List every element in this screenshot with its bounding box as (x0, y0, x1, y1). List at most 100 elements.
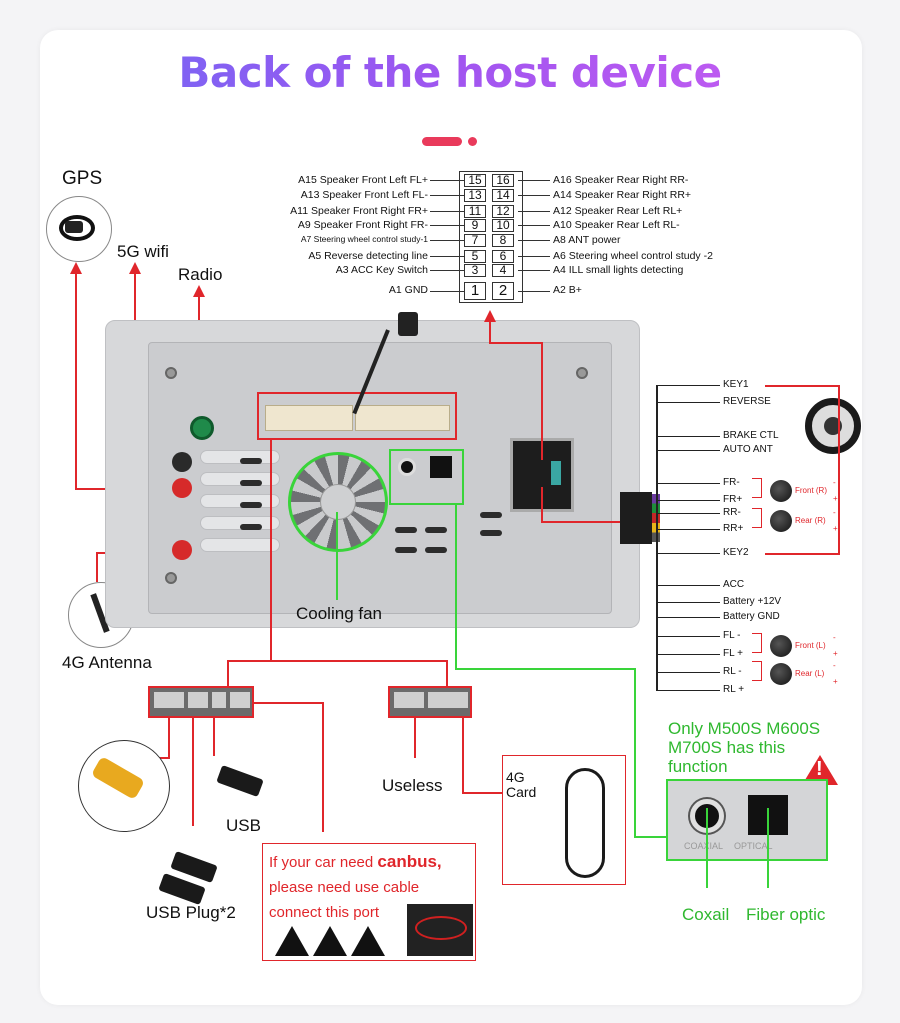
optical-note-line3: function (668, 757, 728, 776)
pin-leader-line (518, 195, 550, 196)
card-4g-line-h (462, 792, 504, 794)
harness-wire-line (656, 585, 720, 586)
harness-plug (620, 492, 652, 544)
pin-leader-line (430, 195, 464, 196)
audio-out-frame (389, 449, 464, 505)
pin-code: A10 (553, 219, 572, 231)
steering-line-key1 (765, 385, 840, 387)
pin-function: Speaker Rear Left RL+ (574, 205, 683, 217)
pin-16: 16 (492, 174, 514, 187)
antenna-4g-jack (172, 540, 192, 560)
harness-wire-label: ACC (723, 579, 745, 590)
polarity-minus: - (833, 478, 836, 487)
pin-13: 13 (464, 189, 486, 202)
usb-plug-label: USB Plug*2 (146, 903, 236, 922)
pin-function: Speaker Rear Left RL- (574, 219, 680, 231)
pin-14: 14 (492, 189, 514, 202)
harness-wire-line (656, 500, 720, 501)
harness-socket-line-up (541, 342, 543, 460)
canbus-line (322, 702, 324, 832)
harness-wire-label: Battery +12V (723, 596, 782, 607)
canbus-line3: connect this port (269, 904, 380, 921)
polarity-minus: - (833, 508, 836, 517)
gps-arrow-head (70, 262, 82, 274)
speaker-label: Front (L) (795, 641, 826, 650)
pin-function: Speaker Rear Right RR- (574, 174, 689, 186)
polarity-bracket (752, 661, 762, 681)
gps-label: GPS (62, 168, 103, 189)
polarity-bracket (752, 478, 762, 498)
pin-code: A5 (308, 250, 322, 262)
canbus-line-h (254, 702, 324, 704)
extension-connector (388, 686, 472, 718)
card-4g-label-line1: 4G (506, 769, 525, 785)
card-4g-line (462, 716, 464, 794)
pin-function: Speaker Front Left FL+ (319, 174, 428, 186)
harness-wire-line (656, 385, 720, 386)
cooling-fan-hub (320, 484, 356, 520)
pin-function: Reverse detecting line (324, 250, 428, 262)
polarity-plus: + (833, 677, 838, 686)
harness-wire-label: KEY2 (723, 547, 749, 558)
pin-leader-line (518, 211, 550, 212)
antenna-4g-label: 4G Antenna (62, 653, 152, 672)
pin-code: A7 (300, 234, 312, 244)
screw-icon (165, 572, 177, 584)
pin-leader-line (430, 291, 464, 292)
pin-code: A13 (300, 189, 320, 201)
harness-wire-label: FR- (723, 477, 740, 488)
page-title: Back of the host device (0, 48, 900, 97)
pin-label-a6: A6 Steering wheel control study -2 (553, 250, 713, 262)
polarity-minus: - (833, 661, 836, 670)
harness-wire-label: BRAKE CTL (723, 430, 779, 441)
pin-4: 4 (492, 264, 514, 277)
coaxial-jack-small (398, 458, 416, 476)
pin-6: 6 (492, 250, 514, 263)
speaker-label: Front (R) (795, 486, 827, 495)
fan-arrow-line (336, 512, 338, 600)
pin-table-arrow-line (489, 318, 491, 344)
harness-wire-label: FR+ (723, 494, 743, 505)
harness-wire-line (656, 654, 720, 655)
lower-connector-drop-b (446, 660, 448, 686)
screw-icon (576, 367, 588, 379)
useless-line (414, 716, 416, 758)
lower-connector-line-h (227, 660, 447, 662)
pin-leader-line (518, 270, 550, 271)
steering-line (838, 385, 840, 555)
harness-socket-line-right (541, 521, 621, 523)
pin-code: A2 (553, 284, 566, 296)
pin-label-a5: A5 Reverse detecting line (308, 250, 428, 262)
pin-function: Steering wheel control study-1 (313, 234, 428, 244)
canbus-line2: please need use cable (269, 879, 420, 896)
pin-function: B+ (568, 284, 582, 296)
pin-code: A4 (553, 264, 566, 276)
gps-jack (172, 478, 192, 498)
pin-9: 9 (464, 219, 486, 232)
harness-wire-label: RR- (723, 507, 741, 518)
pin-7: 7 (464, 234, 486, 247)
pin-label-a7: A7 Steering wheel control study-1 (301, 234, 428, 244)
pin-8: 8 (492, 234, 514, 247)
canbus-port-photo (407, 904, 473, 956)
warning-icon (275, 926, 309, 956)
harness-wire-label: FL + (723, 648, 743, 659)
title-divider-dot (468, 137, 477, 146)
pin-leader-line (430, 256, 464, 257)
usb-camera-connector (148, 686, 254, 718)
optical-line-h (455, 668, 635, 670)
canbus-line1: If your car need canbus, (269, 852, 442, 871)
pin-label-a14: A14 Speaker Rear Right RR+ (553, 189, 691, 201)
pin-label-a1: A1 GND (389, 284, 428, 296)
connector-block-b (355, 405, 450, 431)
harness-wire-line (656, 436, 720, 437)
screw-icon (165, 367, 177, 379)
pin-label-a2: A2 B+ (553, 284, 582, 296)
optical-panel-zoom: COAXIAL OPTICAL (666, 779, 828, 861)
pin-label-a15: A15 Speaker Front Left FL+ (298, 174, 428, 186)
harness-wire-label: REVERSE (723, 396, 771, 407)
pin-11: 11 (464, 205, 486, 218)
pin-1: 1 (464, 282, 486, 300)
harness-socket-line-down (541, 487, 543, 523)
polarity-bracket (752, 508, 762, 528)
